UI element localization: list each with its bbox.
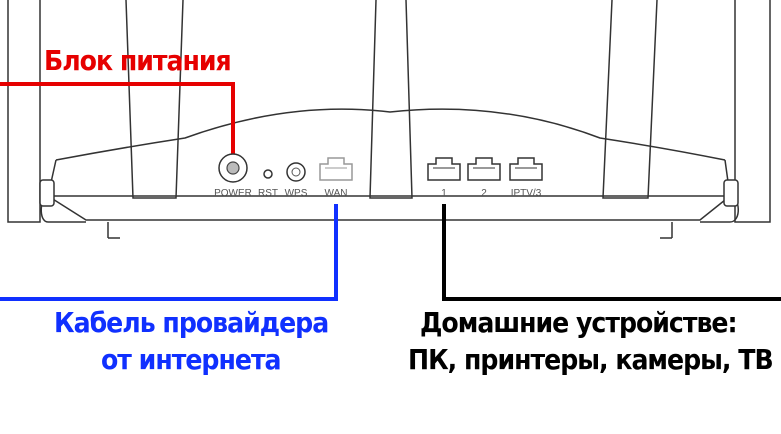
wps-button-label: WPS	[285, 188, 308, 199]
antenna-hinges	[39, 179, 739, 207]
lan-port-2	[467, 157, 501, 181]
power-supply-callout: Блок питания	[44, 44, 232, 77]
antenna-far-left	[7, 0, 41, 223]
router-top-edge	[55, 108, 726, 161]
router-base	[47, 195, 731, 221]
power-port	[218, 153, 248, 183]
antenna-far-right	[734, 0, 771, 223]
antenna-center	[369, 0, 413, 199]
antennas	[7, 0, 771, 223]
wps-button	[286, 162, 306, 182]
provider-cable-callout-line2: от интернета	[101, 343, 282, 376]
router-rear-face	[47, 159, 731, 197]
power-connection-line	[0, 82, 235, 172]
hinge-right	[723, 179, 739, 207]
home-devices-callout-line2: ПК, принтеры, камеры, ТВ	[408, 343, 774, 376]
antenna-left	[125, 0, 184, 199]
antenna-right	[602, 0, 658, 199]
provider-cable-callout-line1: Кабель провайдера	[54, 306, 329, 339]
wan-port	[319, 157, 353, 181]
wan-port-label: WAN	[325, 188, 348, 199]
lan-connection-line	[442, 204, 781, 301]
lan-port-3	[509, 157, 543, 181]
wan-connection-line	[0, 204, 338, 301]
rst-button-label: RST	[258, 188, 278, 199]
lan-port-3-label: IPTV/3	[511, 188, 542, 199]
rst-button	[263, 169, 273, 179]
power-port-label: POWER	[214, 188, 252, 199]
lan-port-1	[427, 157, 461, 181]
lan-port-2-label: 2	[481, 188, 487, 199]
lan-port-1-label: 1	[441, 188, 447, 199]
hinge-left	[39, 179, 55, 207]
home-devices-callout-line1: Домашние устройстве:	[420, 306, 738, 339]
